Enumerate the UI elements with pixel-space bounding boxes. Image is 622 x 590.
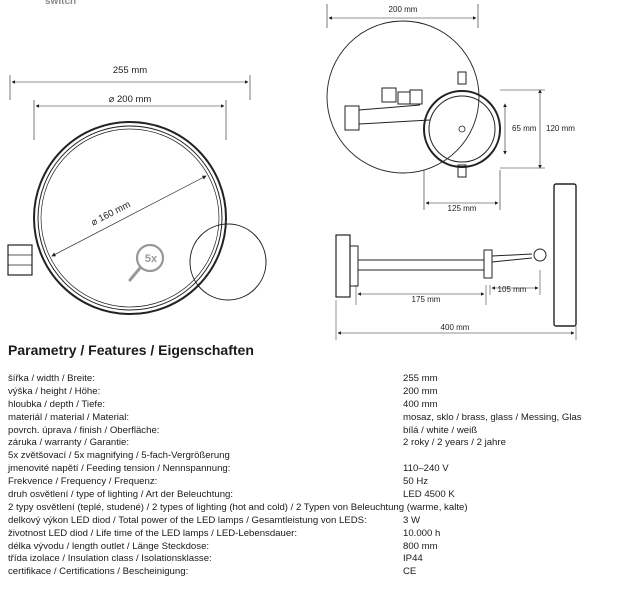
feature-row: druh osvětlení / type of lighting / Art … [8, 489, 618, 502]
feature-row: šířka / width / Breite: 255 mm [8, 373, 618, 386]
feature-label: životnost LED diod / Life time of the LE… [8, 527, 298, 539]
front-view [7, 75, 267, 315]
features-list: šířka / width / Breite: 255 mm výška / he… [8, 373, 618, 579]
feature-row: 2 typy osvětlení (teplé, studené) / 2 ty… [8, 502, 618, 515]
dim-diameter-200: ⌀ 200 mm [109, 94, 152, 105]
feature-row: 5x zvětšovací / 5x magnifying / 5-fach-V… [8, 450, 618, 463]
feature-value: LED 4500 K [403, 489, 455, 501]
feature-label: hloubka / depth / Tiefe: [8, 398, 106, 410]
feature-label: certifikace / Certifications / Bescheini… [8, 566, 189, 578]
feature-value: bílá / white / weiß [403, 424, 478, 436]
feature-row: materiál / material / Material: mosaz, sk… [8, 412, 618, 425]
feature-value: CE [403, 566, 417, 578]
feature-label: 5x zvětšovací / 5x magnifying / 5-fach-V… [8, 450, 230, 462]
feature-row: životnost LED diod / Life time of the LE… [8, 528, 618, 541]
dim-top-200: 200 mm [389, 5, 418, 14]
feature-value: 2 roky / 2 years / 2 jahre [403, 437, 506, 449]
dim-width-125: 125 mm [448, 204, 477, 213]
dim-diameter-160: ⌀ 160 mm [89, 199, 132, 228]
feature-value: 110–240 V [403, 463, 449, 475]
feature-row: třída izolace / Insulation class / Isola… [8, 553, 618, 566]
dim-depth-105: 105 mm [498, 285, 527, 294]
feature-row: certifikace / Certifications / Bescheini… [8, 566, 618, 579]
feature-value: IP44 [403, 553, 423, 565]
feature-label: délka vývodu / length outlet / Länge Ste… [8, 540, 210, 552]
feature-label: třída izolace / Insulation class / Isola… [8, 553, 212, 565]
dim-width-255: 255 mm [113, 65, 147, 76]
feature-row: delkový výkon LED diod / Total power of … [8, 515, 618, 528]
feature-row: Frekvence / Frequency / Frequenz: 50 Hz [8, 476, 618, 489]
feature-value: mosaz, sklo / brass, glass / Messing, Gl… [403, 411, 582, 423]
feature-value: 400 mm [403, 398, 438, 410]
feature-row: výška / height / Höhe: 200 mm [8, 386, 618, 399]
magnify-5x-icon: 5x [145, 253, 158, 265]
feature-value: 10.000 h [403, 527, 441, 539]
feature-value: 800 mm [403, 540, 438, 552]
feature-value: 3 W [403, 514, 421, 526]
dim-depth-400: 400 mm [441, 323, 470, 332]
feature-label: druh osvětlení / type of lighting / Art … [8, 489, 234, 501]
feature-label: výška / height / Höhe: [8, 385, 101, 397]
feature-value: 255 mm [403, 373, 438, 384]
feature-row: záruka / warranty / Garantie: 2 roky / 2 … [8, 437, 618, 450]
feature-label: povrch. úprava / finish / Oberfläche: [8, 424, 160, 436]
features-heading: Parametry / Features / Eigenschaften [8, 342, 254, 358]
dim-height-120: 120 mm [546, 124, 575, 133]
feature-row: hloubka / depth / Tiefe: 400 mm [8, 399, 618, 412]
top-cut-text: switch [45, 0, 77, 7]
dim-height-65: 65 mm [512, 124, 537, 133]
feature-label: delkový výkon LED diod / Total power of … [8, 514, 367, 526]
feature-value: 200 mm [403, 385, 438, 397]
dim-depth-175: 175 mm [412, 295, 441, 304]
feature-label: záruka / warranty / Garantie: [8, 437, 130, 449]
feature-label: jmenovité napětí / Feeding tension / Nen… [8, 463, 231, 475]
technical-drawings: 255 mm ⌀ 200 mm ⌀ 160 mm 5x 200 mm [7, 4, 577, 340]
feature-row: délka vývodu / length outlet / Länge Ste… [8, 541, 618, 554]
feature-value: 50 Hz [403, 476, 429, 488]
feature-label: 2 typy osvětlení (teplé, studené) / 2 ty… [8, 501, 468, 513]
feature-label: šířka / width / Breite: [8, 373, 95, 384]
feature-label: Frekvence / Frequency / Frequenz: [8, 476, 158, 488]
top-right-view [326, 4, 545, 210]
side-view [335, 183, 577, 340]
feature-label: materiál / material / Material: [8, 411, 130, 423]
feature-row: jmenovité napětí / Feeding tension / Nen… [8, 463, 618, 476]
feature-row: povrch. úprava / finish / Oberfläche: bíl… [8, 425, 618, 438]
